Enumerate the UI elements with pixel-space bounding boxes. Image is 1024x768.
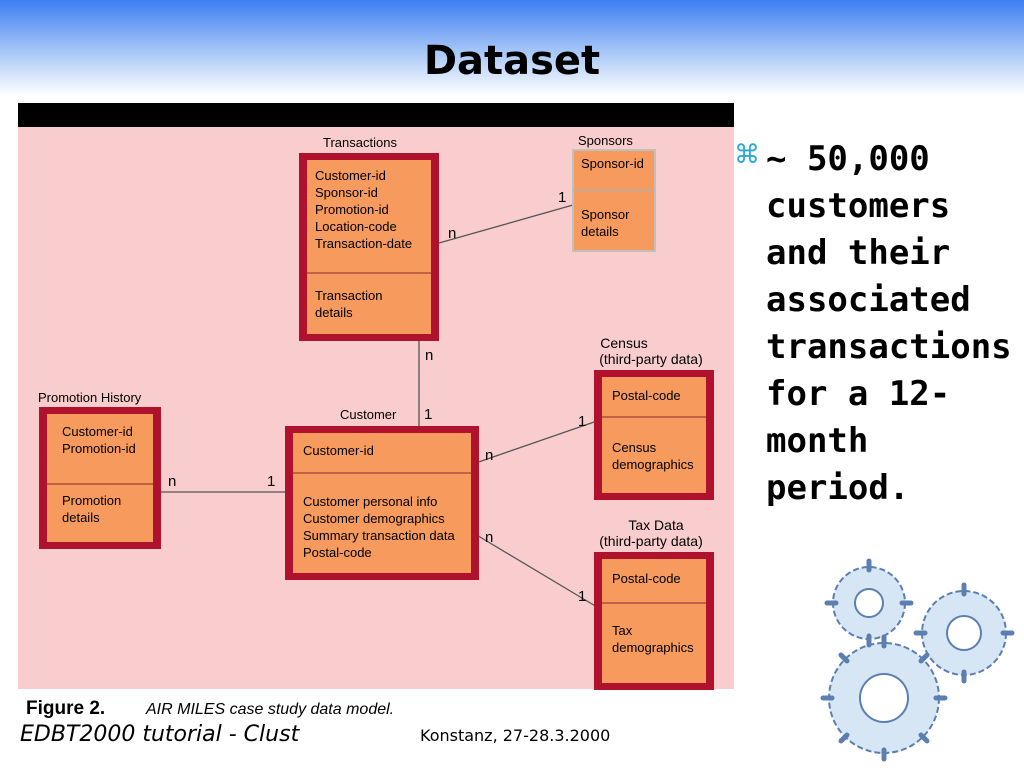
entity-transactions: Transactions Customer-id Sponsor-id Prom… [299, 135, 439, 341]
attr: Promotion-id [315, 202, 389, 217]
entity-title: Sponsors [578, 133, 633, 148]
attr: demographics [612, 640, 694, 655]
attr: details [62, 510, 100, 525]
attr: Postal-code [303, 545, 372, 560]
attr: Postal-code [612, 571, 681, 586]
attr: Summary transaction data [303, 528, 456, 543]
header-band [0, 0, 1024, 96]
gears-decoration-icon [820, 558, 1015, 762]
attr: Customer personal info [303, 494, 437, 509]
cardinality-label: 1 [558, 189, 566, 206]
footer-left: EDBT2000 tutorial - Clust [20, 722, 300, 747]
cmd-bullet-icon: ⌘ [734, 140, 760, 170]
attr: demographics [612, 457, 694, 472]
entity-subtitle: (third-party data) [599, 533, 702, 549]
attr: Customer-id [303, 443, 374, 458]
attr: Postal-code [612, 388, 681, 403]
attr: Promotion [62, 493, 121, 508]
relationship-lines [160, 204, 598, 608]
entity-sponsors: Sponsors Sponsor-id Sponsor details [572, 133, 656, 252]
attr: Census [612, 440, 657, 455]
attr: Customer-id [315, 168, 386, 183]
entity-customer: Customer Customer-id Customer personal i… [285, 407, 479, 580]
cardinality-labels: n 1 n 1 n 1 n 1 n 1 [168, 189, 586, 605]
attr: Sponsor-id [315, 185, 378, 200]
figure-caption-text: AIR MILES case study data model. [145, 701, 394, 718]
cardinality-label: 1 [578, 413, 586, 430]
cardinality-label: 1 [267, 473, 275, 490]
entity-title: Customer [340, 407, 397, 422]
bullet-text: ~ 50,000 customers and their associated … [766, 139, 1012, 508]
cardinality-label: n [485, 447, 493, 464]
entity-census: Census (third-party data) Postal-code Ce… [594, 335, 714, 500]
cardinality-label: n [168, 473, 176, 490]
attr: Location-code [315, 219, 397, 234]
attr: Customer-id [62, 424, 133, 439]
footer-center: Konstanz, 27-28.3.2000 [420, 726, 611, 745]
cardinality-label: n [425, 347, 433, 364]
figure-top-bar [18, 103, 734, 127]
cardinality-label: n [448, 225, 456, 242]
entity-promotion-history: Promotion History Customer-id Promotion-… [38, 390, 161, 549]
attr: details [581, 224, 619, 239]
entity-title: Promotion History [38, 390, 142, 405]
cardinality-label: 1 [578, 588, 586, 605]
figure-caption-label: Figure 2. [26, 698, 105, 719]
entity-title: Transactions [323, 135, 397, 150]
entity-title: Census [600, 335, 647, 351]
attr: details [315, 305, 353, 320]
attr: Transaction-date [315, 236, 412, 251]
slide-title: Dataset [423, 38, 601, 84]
entity-subtitle: (third-party data) [599, 351, 702, 367]
attr: Sponsor [581, 207, 630, 222]
cardinality-label: n [485, 529, 493, 546]
attr: Promotion-id [62, 441, 136, 456]
er-diagram-figure: Transactions Customer-id Sponsor-id Prom… [18, 103, 734, 725]
attr: Customer demographics [303, 511, 445, 526]
attr: Transaction [315, 288, 382, 303]
entity-tax-data: Tax Data (third-party data) Postal-code … [594, 517, 714, 690]
cardinality-label: 1 [424, 406, 432, 423]
attr: Sponsor-id [581, 156, 644, 171]
entity-title: Tax Data [628, 517, 683, 533]
attr: Tax [612, 623, 633, 638]
